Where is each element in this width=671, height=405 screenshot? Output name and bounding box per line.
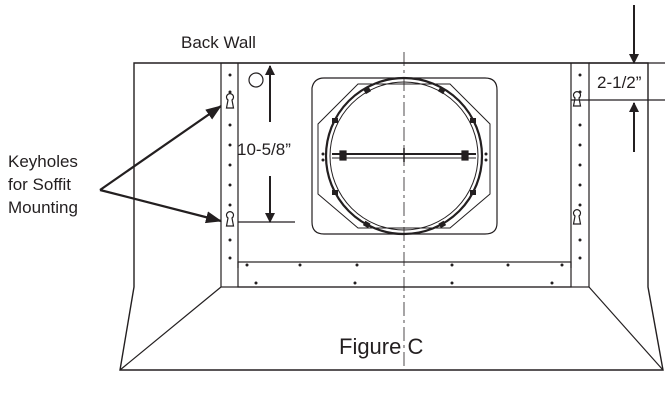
keyhole-icon [572, 91, 582, 107]
keyhole-icon [572, 209, 582, 225]
back-wall-label: Back Wall [181, 33, 256, 52]
keyhole-leader-upper [99, 105, 222, 191]
keyholes-label-line1: Keyholes [8, 152, 78, 171]
bottom-flange [237, 261, 572, 288]
dim-top-label: 2-1/2” [597, 73, 642, 92]
keyholes-label-line2: for Soffit [8, 175, 71, 194]
fan-octagon [317, 83, 491, 229]
keyhole-leader-lower [99, 188, 222, 224]
wire-hole [248, 72, 264, 88]
dim-vertical-label: 10-5/8” [237, 140, 291, 159]
front-left-edge [119, 286, 222, 371]
keyhole-icon [225, 93, 235, 109]
front-right-edge [588, 286, 664, 371]
fan-mounting-plate [311, 77, 498, 235]
keyhole-icon [225, 211, 235, 227]
keyholes-label-line3: Mounting [8, 198, 78, 217]
figure-caption: Figure C [339, 334, 423, 359]
back-panel [220, 62, 590, 288]
